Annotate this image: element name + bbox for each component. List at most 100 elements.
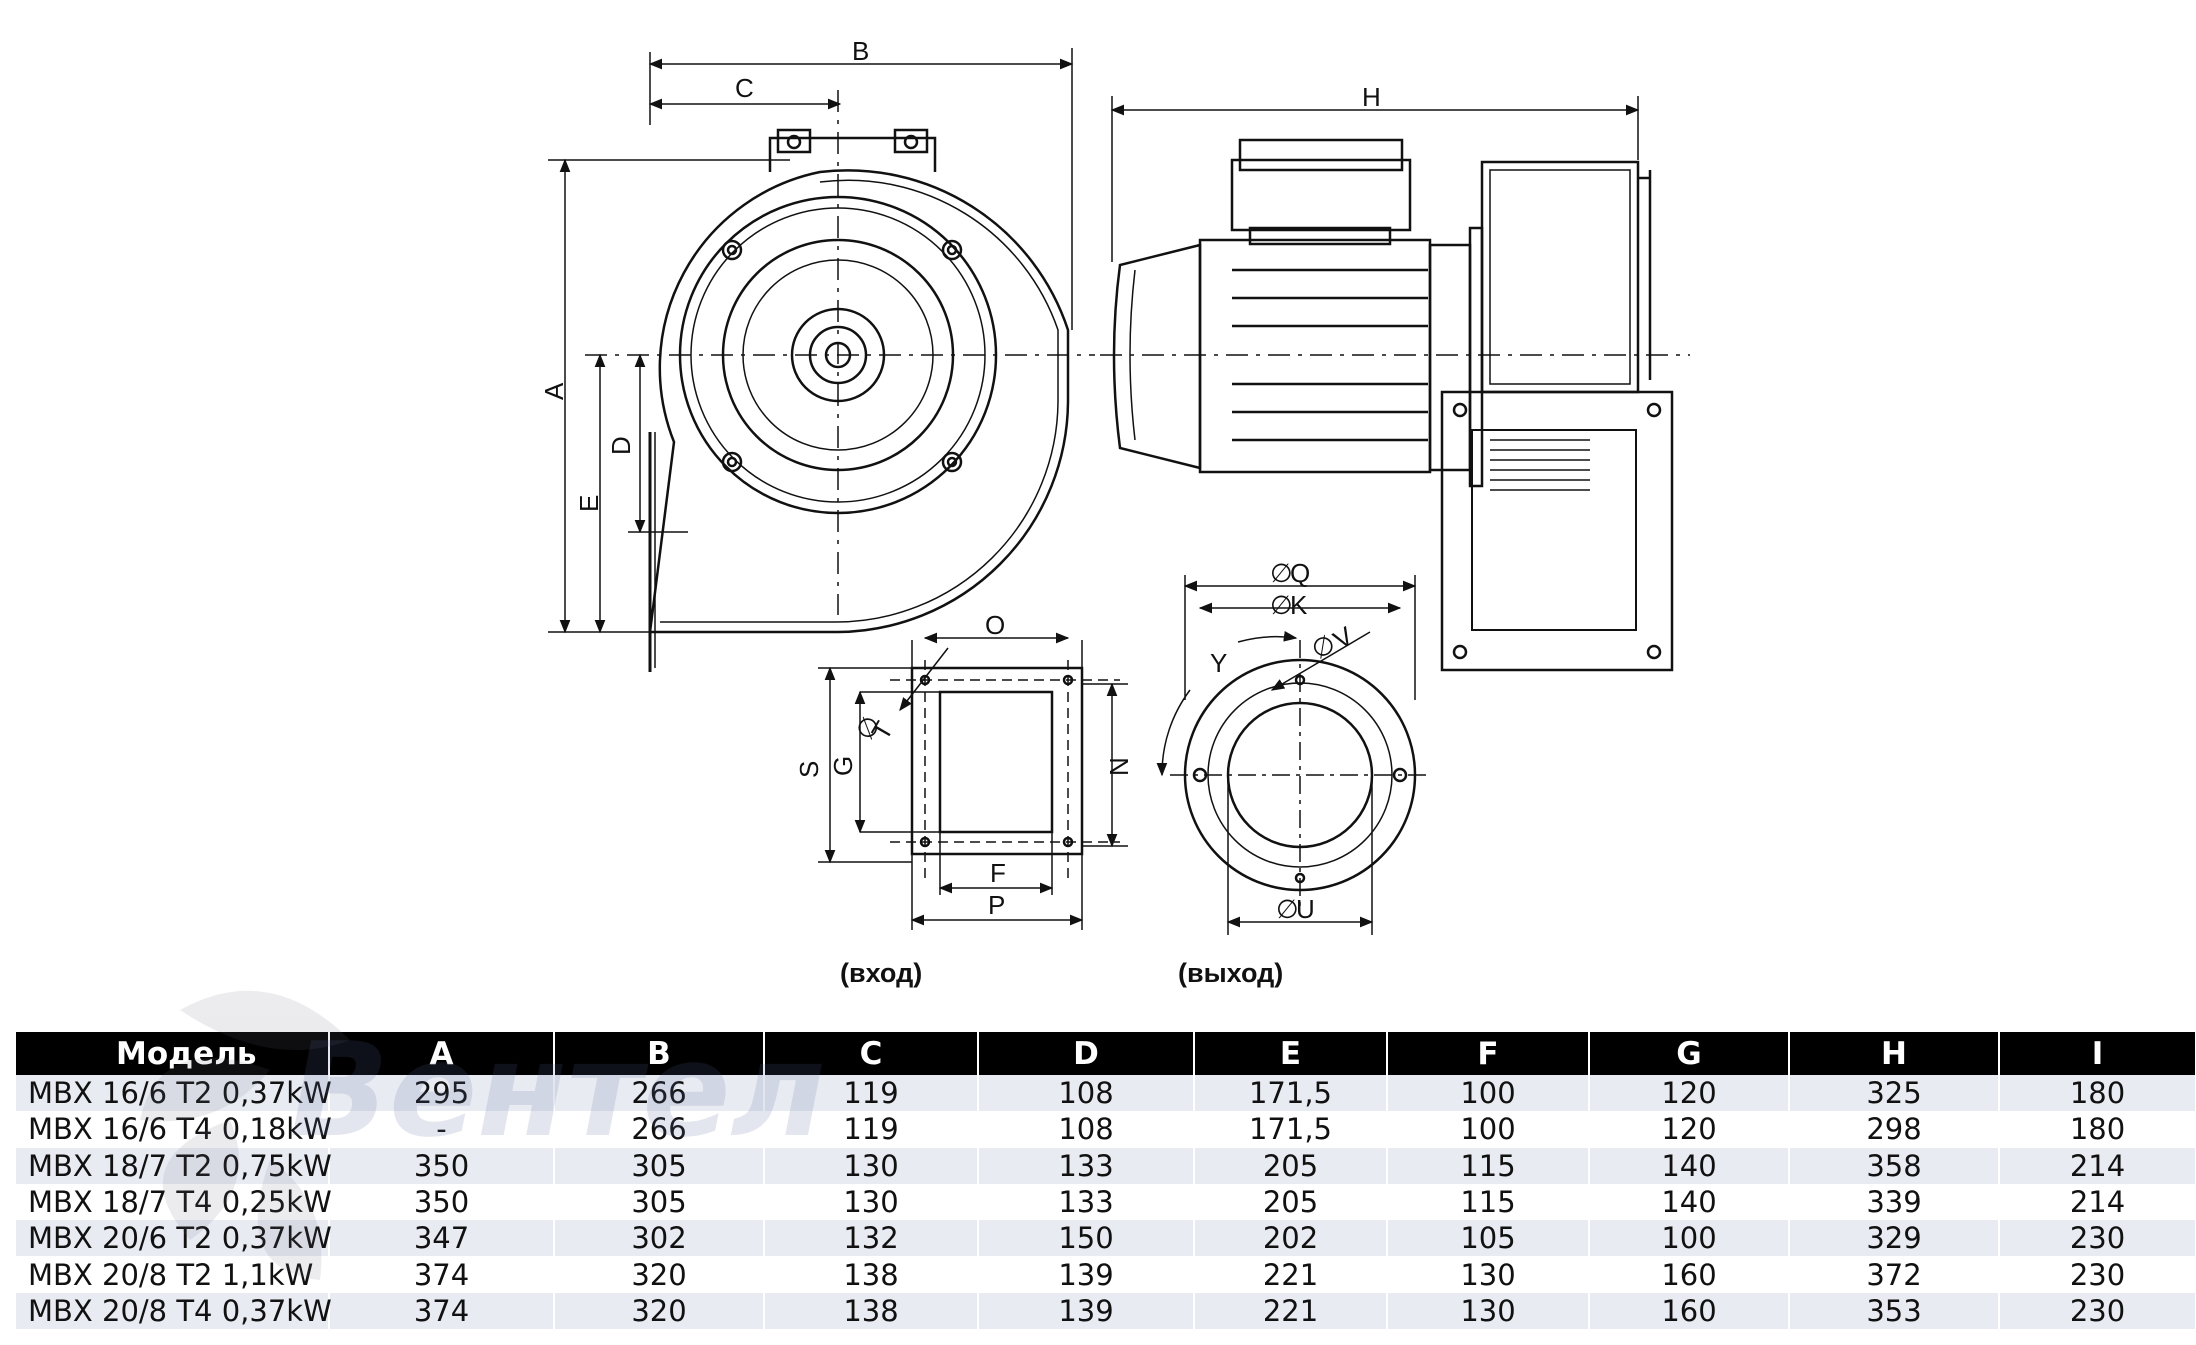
dim-label-y: Y (1210, 648, 1227, 678)
svg-text:∅: ∅ (1276, 894, 1299, 924)
cell-f: 100 (1387, 1075, 1590, 1112)
cell-model: MBX 20/8 T4 0,37kW (16, 1292, 332, 1330)
dim-label-u: U (1296, 894, 1315, 924)
cell-e: 202 (1194, 1220, 1388, 1257)
cell-e: 205 (1194, 1183, 1388, 1221)
dim-label-a: A (539, 382, 569, 400)
cell-a: 295 (329, 1075, 555, 1112)
cell-model: MBX 16/6 T4 0,18kW (16, 1111, 332, 1148)
cell-b: 320 (554, 1256, 765, 1293)
cell-g: 160 (1589, 1256, 1790, 1293)
dim-label-c: C (735, 73, 754, 103)
header-d: D (978, 1032, 1195, 1075)
cell-e: 221 (1194, 1292, 1388, 1330)
cell-h: 339 (1789, 1183, 2000, 1221)
header-g: G (1589, 1032, 1790, 1075)
cell-d: 139 (978, 1292, 1195, 1330)
cell-a: 347 (329, 1220, 555, 1257)
side-view (1112, 138, 1674, 672)
technical-drawing: B C A E D (539, 36, 1690, 935)
dim-label-e: E (574, 495, 604, 512)
cell-a: 350 (329, 1147, 555, 1184)
cell-g: 140 (1589, 1147, 1790, 1184)
cell-h: 372 (1789, 1256, 2000, 1293)
cell-a: 374 (329, 1256, 555, 1293)
cell-c: 138 (764, 1256, 979, 1293)
dim-label-d: D (606, 436, 636, 455)
cell-e: 171,5 (1194, 1075, 1388, 1112)
cell-c: 130 (764, 1147, 979, 1184)
cell-c: 132 (764, 1220, 979, 1257)
dim-label-h: H (1362, 82, 1381, 112)
cell-i: 180 (1999, 1075, 2196, 1112)
table-row: MBX 20/8 T4 0,37kW 374 320 138 139 221 1… (16, 1292, 2196, 1330)
cell-a: - (329, 1111, 555, 1148)
cell-b: 320 (554, 1292, 765, 1330)
cell-f: 115 (1387, 1183, 1590, 1221)
cell-h: 353 (1789, 1292, 2000, 1330)
cell-model: MBX 18/7 T4 0,25kW (16, 1183, 332, 1221)
cell-model: MBX 20/8 T2 1,1kW (16, 1256, 330, 1293)
outlet-caption: (выход) (1178, 958, 1284, 988)
cell-i: 230 (1999, 1256, 2196, 1293)
dim-label-g: G (828, 756, 858, 776)
cell-b: 305 (554, 1183, 765, 1221)
table-row: MBX 20/6 T2 0,37kW 347 302 132 150 202 1… (16, 1220, 2196, 1257)
header-a: A (329, 1032, 555, 1075)
cell-c: 138 (764, 1292, 979, 1330)
cell-h: 358 (1789, 1147, 2000, 1184)
cell-a: 350 (329, 1183, 555, 1221)
cell-d: 108 (978, 1075, 1195, 1112)
table-row: MBX 18/7 T2 0,75kW 350 305 130 133 205 1… (16, 1147, 2196, 1184)
cell-f: 100 (1387, 1111, 1590, 1148)
cell-f: 105 (1387, 1220, 1590, 1257)
header-e: E (1194, 1032, 1388, 1075)
table-row: MBX 16/6 T2 0,37kW 295 266 119 108 171,5… (16, 1075, 2196, 1112)
dim-label-k: K (1290, 590, 1308, 620)
cell-d: 133 (978, 1183, 1195, 1221)
cell-g: 140 (1589, 1183, 1790, 1221)
cell-d: 133 (978, 1147, 1195, 1184)
cell-model: MBX 16/6 T2 0,37kW (16, 1075, 332, 1112)
table-row: MBX 18/7 T4 0,25kW 350 305 130 133 205 1… (16, 1183, 2196, 1221)
cell-f: 130 (1387, 1256, 1590, 1293)
header-h: H (1789, 1032, 2000, 1075)
dim-label-s: S (794, 761, 824, 778)
dimensions-table: Модель A B C D E F G H I MBX 16/6 T2 0,3… (16, 1032, 2196, 1330)
cell-d: 108 (978, 1111, 1195, 1148)
cell-h: 329 (1789, 1220, 2000, 1257)
cell-a: 374 (329, 1292, 555, 1330)
header-model: Модель (16, 1032, 330, 1075)
cell-g: 160 (1589, 1292, 1790, 1330)
cell-b: 305 (554, 1147, 765, 1184)
dim-label-f: F (990, 858, 1006, 888)
dim-label-b: B (852, 36, 869, 66)
header-f: F (1387, 1032, 1590, 1075)
header-c: C (764, 1032, 979, 1075)
cell-i: 230 (1999, 1292, 2196, 1330)
inlet-caption: (вход) (840, 958, 923, 988)
cell-i: 214 (1999, 1183, 2196, 1221)
cell-i: 214 (1999, 1147, 2196, 1184)
dim-label-p: P (988, 890, 1005, 920)
svg-text:∅: ∅ (1270, 558, 1293, 588)
cell-h: 298 (1789, 1111, 2000, 1148)
dim-label-o: O (985, 610, 1005, 640)
dim-label-n: N (1104, 757, 1134, 776)
inlet-view (910, 666, 1084, 856)
dim-label-q: Q (1290, 558, 1310, 588)
cell-b: 266 (554, 1075, 765, 1112)
header-i: I (1999, 1032, 2196, 1075)
cell-e: 221 (1194, 1256, 1388, 1293)
cell-h: 325 (1789, 1075, 2000, 1112)
table-row: MBX 16/6 T4 0,18kW - 266 119 108 171,5 1… (16, 1111, 2196, 1148)
header-b: B (554, 1032, 765, 1075)
cell-e: 205 (1194, 1147, 1388, 1184)
cell-d: 139 (978, 1256, 1195, 1293)
cell-model: MBX 20/6 T2 0,37kW (16, 1220, 332, 1257)
cell-b: 266 (554, 1111, 765, 1148)
cell-f: 130 (1387, 1292, 1590, 1330)
cell-d: 150 (978, 1220, 1195, 1257)
cell-i: 180 (1999, 1111, 2196, 1148)
cell-e: 171,5 (1194, 1111, 1388, 1148)
